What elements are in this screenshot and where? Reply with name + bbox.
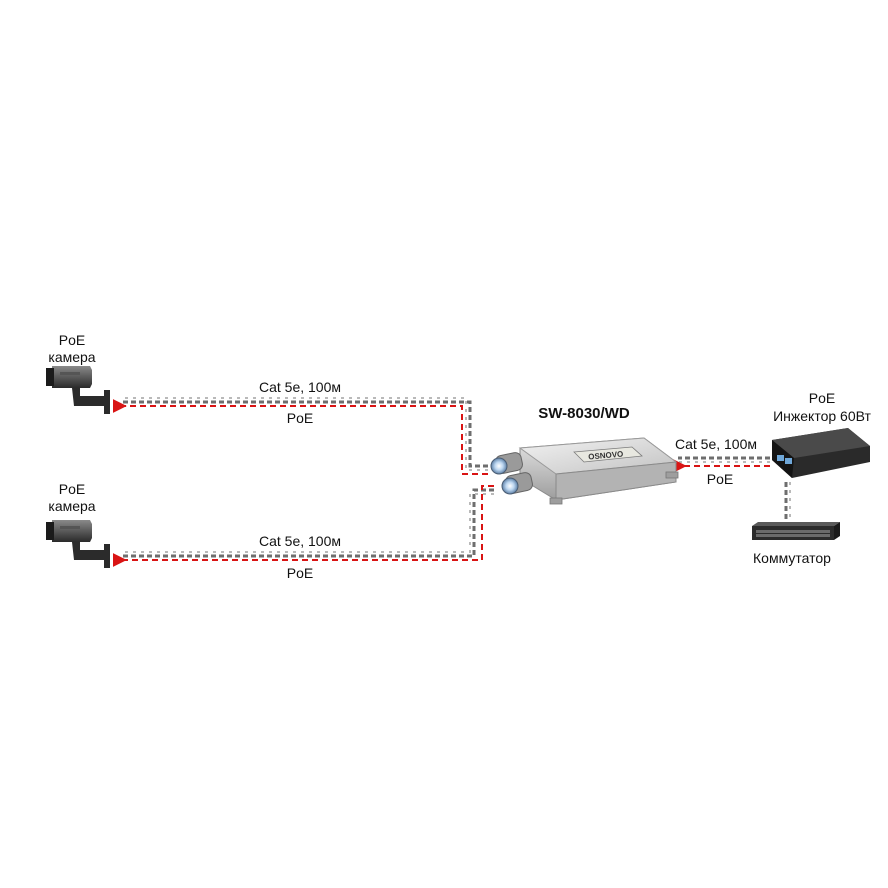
link-uplink-cable-label: Cat 5e, 100м [675, 436, 757, 452]
cable-gland-icon [490, 452, 523, 475]
network-switch: Коммутатор [752, 522, 840, 566]
cctv-camera-icon [46, 366, 110, 414]
camera-top: PoE камера [46, 332, 110, 414]
outdoor-switch-icon: OSNOVO [490, 437, 679, 505]
camera-label-line1: PoE [59, 481, 85, 497]
cable-gland-icon [501, 472, 533, 495]
outdoor-switch: SW-8030/WD OSNOVO [490, 405, 679, 505]
commutator-label: Коммутатор [753, 550, 831, 566]
cable-top [120, 397, 488, 471]
cctv-camera-icon [46, 520, 110, 568]
switch-face-text: OSNOVO [588, 449, 624, 461]
camera-label-line2: камера [48, 349, 95, 365]
link-bottom-cable-label: Cat 5e, 100м [259, 533, 341, 549]
poe-injector-icon [772, 428, 870, 478]
switch-model-label: SW-8030/WD [538, 405, 630, 422]
network-switch-icon [752, 522, 840, 540]
camera-label-line1: PoE [59, 332, 85, 348]
poe-injector: PoE Инжектор 60Вт [772, 390, 871, 478]
link-bottom-power-label: PoE [287, 565, 313, 581]
cable-bottom [120, 488, 494, 558]
link-top-cable-label: Cat 5e, 100м [259, 379, 341, 395]
injector-label-line1: PoE [809, 390, 835, 406]
poe-line-bottom [112, 485, 494, 567]
link-top-power-label: PoE [287, 410, 313, 426]
camera-label-line2: камера [48, 498, 95, 514]
camera-bottom: PoE камера [46, 481, 110, 568]
cable-injector-commutator [784, 482, 791, 520]
poe-line-top [112, 399, 488, 475]
injector-label-line2: Инжектор 60Вт [773, 408, 871, 424]
cable-uplink [678, 456, 770, 463]
link-uplink-power-label: PoE [707, 471, 733, 487]
